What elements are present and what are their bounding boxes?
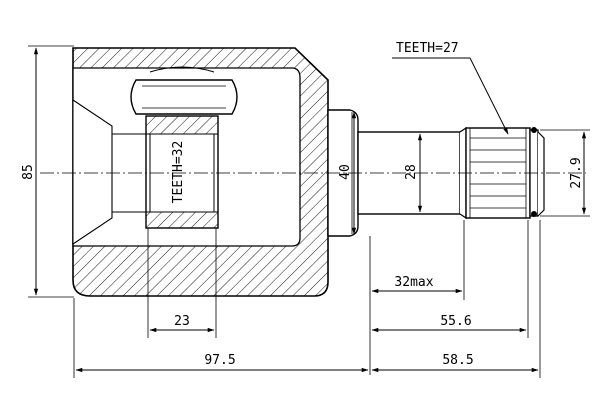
dim-32max: 32max	[369, 220, 465, 375]
dim-85-label: 85	[21, 164, 36, 180]
dim-27-9-label: 27.9	[569, 157, 584, 188]
dim-28-label: 28	[404, 164, 419, 180]
inner-spline-hub	[112, 115, 219, 229]
teeth-27-callout: TEETH=27	[392, 41, 509, 135]
teeth-32-label: TEETH=32	[171, 141, 186, 204]
dim-diameter-40: 40	[338, 111, 357, 235]
dim-55-6-label: 55.6	[440, 314, 471, 329]
roller-bearing	[130, 66, 238, 115]
dim-length-58-5: 58.5	[371, 220, 541, 378]
dim-40-label: 40	[338, 164, 353, 180]
dim-97-5-label: 97.5	[204, 353, 235, 368]
dim-length-23: 23	[147, 228, 217, 338]
spline-end	[465, 127, 545, 219]
dim-32max-label: 32max	[394, 275, 433, 290]
dim-58-5-label: 58.5	[442, 353, 473, 368]
dim-height-85: 85	[21, 45, 74, 298]
dim-23-label: 23	[174, 314, 190, 329]
dim-diameter-27-9: 27.9	[540, 129, 590, 217]
dim-length-55-6: 55.6	[371, 220, 529, 338]
dim-diameter-28: 28	[404, 133, 423, 213]
teeth-27-label: TEETH=27	[396, 41, 459, 56]
dim-length-97-5: 97.5	[73, 298, 369, 378]
